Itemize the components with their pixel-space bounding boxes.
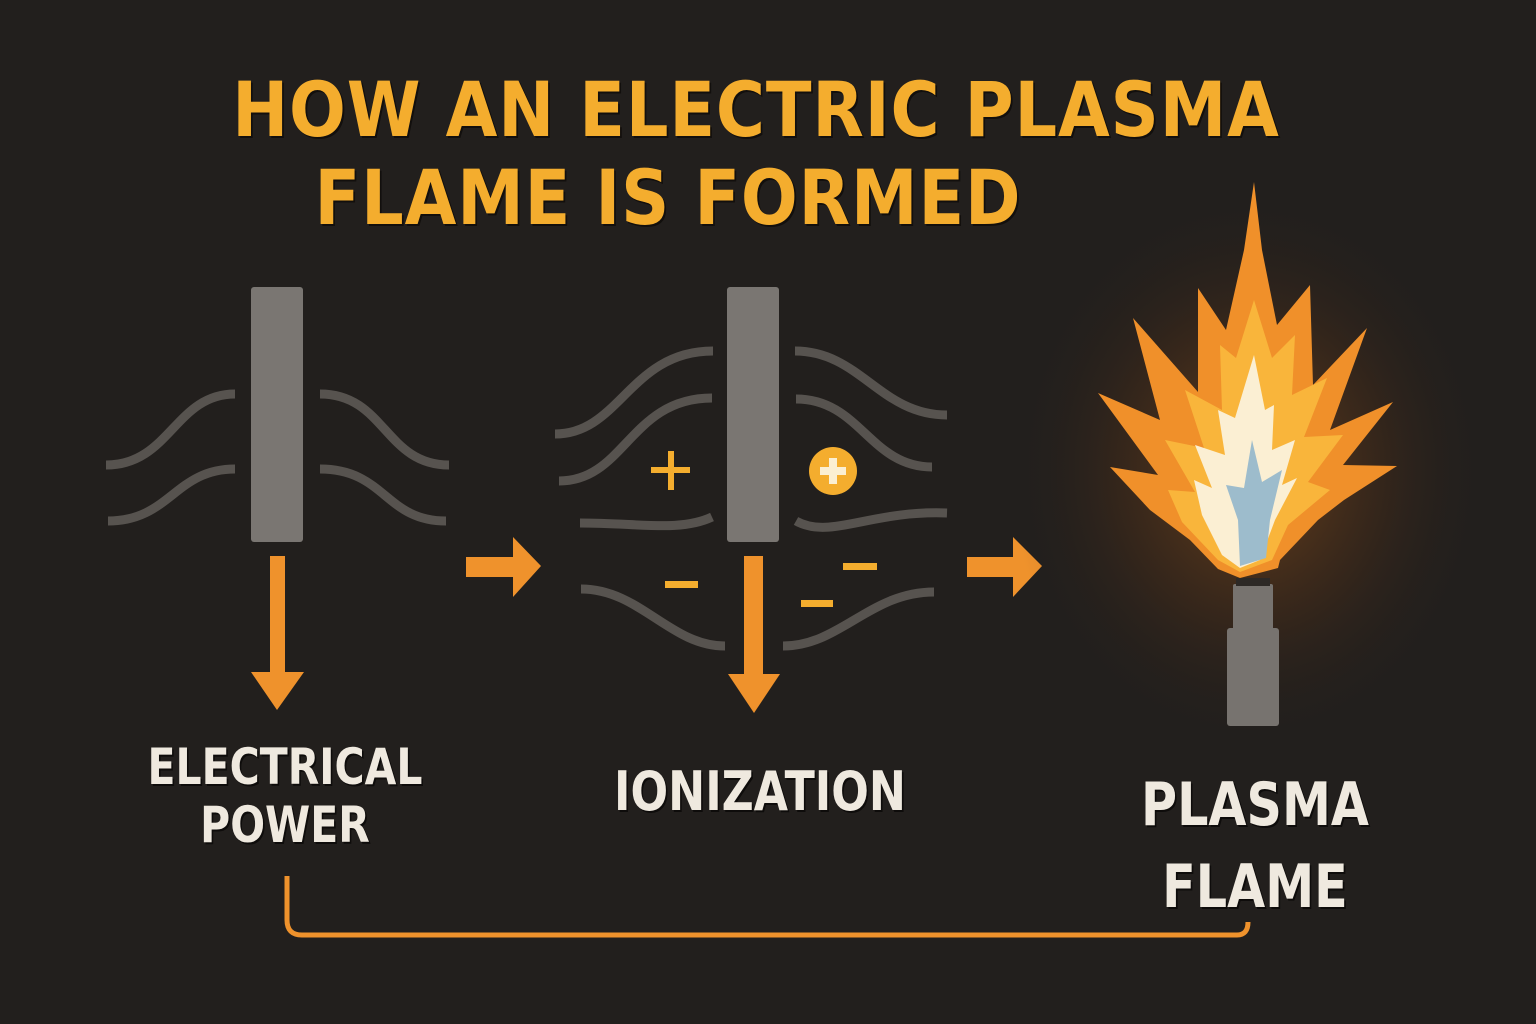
field-line bbox=[105, 389, 236, 470]
negative-charge-icon bbox=[801, 600, 833, 607]
field-lines bbox=[554, 346, 948, 651]
down-arrow-icon bbox=[728, 556, 780, 713]
flame-core bbox=[1226, 440, 1282, 566]
electrode-icon bbox=[251, 287, 303, 542]
field-line bbox=[579, 512, 714, 531]
positive-ion-circle-icon bbox=[809, 447, 857, 495]
field-line bbox=[554, 346, 714, 439]
stage-electrical-power bbox=[105, 287, 450, 710]
right-arrow-icon bbox=[466, 537, 541, 597]
title-line-1: HOW AN ELECTRIC PLASMA bbox=[232, 65, 1280, 154]
title-line-2: FLAME IS FORMED bbox=[314, 153, 1022, 242]
stage-label-ionization: IONIZATION bbox=[612, 762, 907, 822]
torch-nozzle-top bbox=[1233, 584, 1273, 634]
label-line: FLAME bbox=[1162, 852, 1348, 922]
down-arrow-icon bbox=[251, 556, 304, 710]
field-line bbox=[794, 346, 948, 420]
stage-plasma-flame bbox=[1010, 182, 1490, 750]
label-line: PLASMA bbox=[1141, 770, 1369, 840]
feedback-connector-line bbox=[284, 876, 1251, 938]
label-line: ELECTRICAL bbox=[147, 738, 423, 796]
negative-charge-icon bbox=[665, 581, 698, 588]
field-line bbox=[558, 393, 713, 486]
electrode-icon bbox=[727, 287, 779, 542]
stage-label-plasma-flame: PLASMA FLAME bbox=[1112, 764, 1399, 928]
field-line bbox=[580, 584, 726, 651]
field-line bbox=[793, 508, 948, 532]
negative-charge-icon bbox=[843, 563, 877, 570]
label-line: IONIZATION bbox=[614, 760, 906, 823]
field-lines bbox=[105, 389, 450, 526]
field-line bbox=[319, 464, 447, 526]
label-line: POWER bbox=[200, 796, 370, 854]
torch-nozzle-rim bbox=[1236, 578, 1270, 586]
stage-label-electrical-power: ELECTRICAL POWER bbox=[142, 738, 429, 854]
field-line bbox=[795, 394, 933, 472]
stage-ionization bbox=[554, 287, 948, 713]
field-line bbox=[107, 464, 236, 526]
field-line bbox=[319, 389, 450, 470]
torch-body bbox=[1227, 628, 1279, 726]
positive-ion-icon bbox=[651, 451, 690, 490]
field-line bbox=[782, 587, 935, 651]
negative-charge-icons bbox=[665, 563, 877, 607]
